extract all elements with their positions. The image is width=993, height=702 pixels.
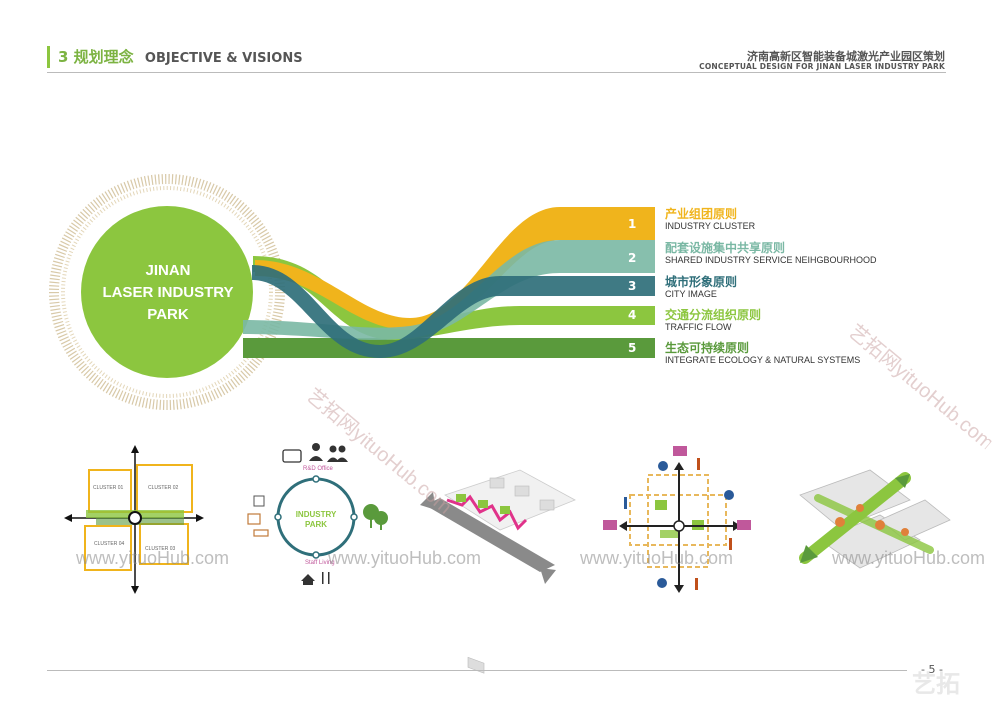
principle-1-title-en: INDUSTRY CLUSTER — [665, 221, 756, 231]
ecology-diagram — [799, 469, 951, 569]
center-label-line3: PARK — [147, 306, 189, 323]
ribbon-1 — [255, 207, 655, 330]
traffic-flow-diagram — [603, 446, 751, 593]
watermark-3: www.yituoHub.com — [580, 548, 734, 568]
section-title-en: OBJECTIVE & VISIONS — [144, 51, 303, 66]
watermark-2: www.yituoHub.com — [328, 548, 482, 568]
principle-4-title-cn: 交通分流组织原则 — [665, 308, 762, 322]
footer-logo: 艺拓 — [912, 670, 960, 698]
principle-number-3: 3 — [628, 279, 637, 293]
watermark-1: www.yituoHub.com — [76, 548, 230, 568]
page-number: - 5 - — [921, 663, 943, 676]
principle-number-2: 2 — [628, 251, 637, 265]
ribbon-2 — [243, 240, 655, 340]
halo-ring — [49, 174, 285, 410]
principle-number-1: 1 — [628, 217, 637, 231]
service-ring-top-label: R&D Office — [303, 466, 333, 472]
cluster-03-label: CLUSTER 03 — [145, 546, 176, 552]
principle-number-5: 5 — [628, 341, 637, 355]
service-ring-bottom-label: Staff Living — [305, 560, 335, 566]
header-accent-bar — [47, 46, 50, 68]
service-ring-center-line2: PARK — [304, 520, 328, 529]
principle-3-title-cn: 城市形象原则 — [665, 275, 738, 289]
section-number: 3 — [58, 48, 69, 66]
project-title-en: CONCEPTUAL DESIGN FOR JINAN LASER INDUST… — [699, 62, 945, 71]
watermark-4: www.yituoHub.com — [832, 548, 986, 568]
cluster-04-label: CLUSTER 04 — [94, 541, 125, 547]
principle-5-title-cn: 生态可持续原则 — [665, 341, 750, 355]
ribbon-3 — [252, 265, 655, 358]
principle-4-title-en: TRAFFIC FLOW — [665, 322, 732, 332]
principle-3-title-en: CITY IMAGE — [665, 289, 717, 299]
cluster-02-label: CLUSTER 02 — [148, 485, 179, 491]
principle-5-title-en: INTEGRATE ECOLOGY & NATURAL SYSTEMS — [665, 355, 861, 365]
project-title-cn: 济南高新区智能装备城激光产业园区策划 — [747, 50, 945, 63]
section-title: 3 规划理念 OBJECTIVE & VISIONS — [58, 46, 303, 67]
center-circle — [81, 206, 253, 378]
footer-divider — [47, 670, 907, 671]
ribbon-4 — [253, 256, 655, 340]
cluster-01-label: CLUSTER 01 — [93, 485, 124, 491]
header-divider — [47, 72, 946, 73]
principle-2-title-cn: 配套设施集中共享原则 — [665, 241, 786, 255]
axonometric-diagram — [420, 469, 576, 674]
center-label-line1: JINAN — [145, 262, 191, 279]
principle-1-title-cn: 产业组团原则 — [665, 207, 738, 221]
service-ring-diagram — [247, 443, 388, 585]
center-label: JINAN LASER INDUSTRY PARK — [82, 260, 254, 326]
principle-2-title-en: SHARED INDUSTRY SERVICE NEIHGBOURHOOD — [665, 255, 877, 265]
cluster-diagram — [64, 445, 204, 594]
service-ring-center-line1: INDUSTRY — [295, 510, 337, 519]
principle-number-4: 4 — [628, 308, 637, 322]
service-ring-center-label: INDUSTRY PARK — [284, 510, 348, 530]
center-label-line2: LASER INDUSTRY — [102, 284, 234, 301]
section-title-cn: 规划理念 — [73, 48, 134, 66]
